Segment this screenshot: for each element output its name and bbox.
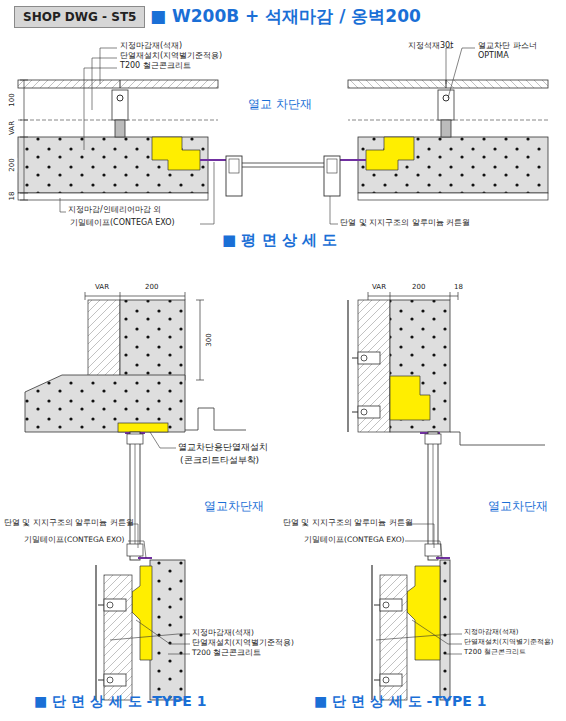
dimension: 300 xyxy=(206,332,214,347)
sheet-tag-box: SHOP DWG - ST5 xyxy=(14,6,145,28)
annotation: 단열 및 지지구조의 알루미늄 커튼월 xyxy=(4,519,134,527)
plan-leaders xyxy=(60,48,475,224)
annotation: 지정마감재(석재) xyxy=(120,42,182,51)
dimension: 18 xyxy=(9,191,17,202)
annotation: OPTIMA xyxy=(478,52,509,61)
annotation: 기밀테이프(CONTEGA EXO) xyxy=(304,536,405,544)
drawing-title: ■ W200B + 석재마감 / 옹벽200 xyxy=(150,5,421,28)
plan-wall-left xyxy=(18,80,283,200)
dimension: 200 xyxy=(145,284,158,292)
annotation: 지정마감재(석재) xyxy=(192,629,254,637)
dimension: VAR xyxy=(9,120,17,136)
annotation: 단열재설치(지역별기준적용) xyxy=(464,639,553,647)
annotation: 열교차단 파스너 xyxy=(478,42,537,51)
plan-dimensions xyxy=(20,80,28,200)
annotation: 열교차단용단열재설치 xyxy=(178,443,268,453)
annotation: (콘크리트타설부착) xyxy=(180,456,259,466)
annotation: 열교 차단재 xyxy=(248,98,312,111)
annotation: 단열재설치(지역별기준적용) xyxy=(120,52,222,61)
annotation: 지정마감/인테리어마감 외 xyxy=(68,206,161,215)
dimension: VAR xyxy=(95,284,109,292)
dimension: 200 xyxy=(9,157,17,172)
dimension: 18 xyxy=(454,284,463,292)
annotation: 기밀테이프(CONTEGA EXO) xyxy=(70,219,175,228)
annotation: 단열재설치(지역별기준적용) xyxy=(192,639,294,647)
section-caption: ■ 단 면 상 세 도 -TYPE 1 xyxy=(34,694,206,709)
sheet-tag: SHOP DWG - ST5 xyxy=(23,10,136,24)
section-caption: ■ 단 면 상 세 도 -TYPE 1 xyxy=(314,694,486,709)
annotation: 열교차단재 xyxy=(204,500,264,513)
dimension: 200 xyxy=(412,284,425,292)
dimension: 100 xyxy=(9,92,17,107)
dimension: VAR xyxy=(372,284,386,292)
annotation: T200 철근콘크리트 xyxy=(464,649,526,657)
annotation: 단열 및 지지구조의 알루미늄 커튼월 xyxy=(340,219,470,228)
annotation: 지정마감재(석재) xyxy=(464,629,518,637)
section-caption: ■ 평 면 상 세 도 xyxy=(222,232,337,249)
annotation: 기밀테이프(CONTEGA EXO) xyxy=(24,536,125,544)
annotation: 열교차단재 xyxy=(488,500,548,513)
annotation: 지정석재30t xyxy=(408,42,453,51)
annotation: T200 철근콘크리트 xyxy=(192,649,261,657)
annotation: T200 철근콘크리트 xyxy=(120,62,191,71)
plan-wall-right xyxy=(283,80,548,200)
annotation: 단열 및 지지구조의 알루미늄 커튼월 xyxy=(283,519,413,527)
